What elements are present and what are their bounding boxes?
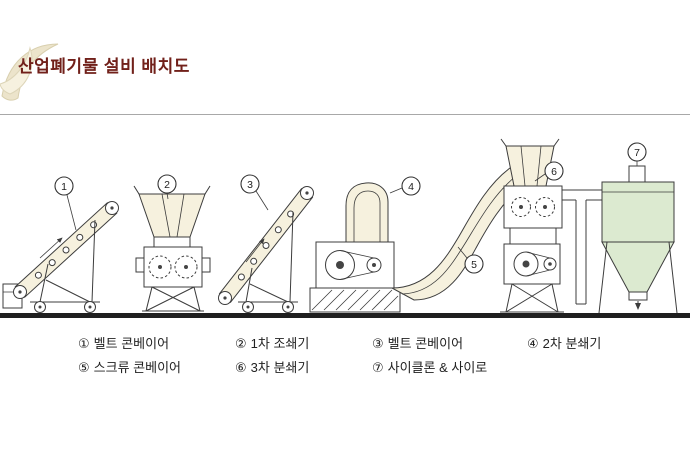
callout-5-num: 5 bbox=[471, 259, 477, 271]
callout-4-num: 4 bbox=[408, 181, 414, 193]
primary-crusher bbox=[133, 185, 211, 312]
legend-num: ⑤ bbox=[78, 360, 90, 375]
belt-conveyor-1 bbox=[2, 201, 119, 313]
legend-label: 벨트 콘베이어 bbox=[387, 336, 464, 351]
legend-num: ① bbox=[78, 336, 90, 351]
belt-conveyor-2 bbox=[218, 186, 314, 313]
secondary-pulverizer bbox=[309, 182, 401, 313]
callout-5: 5 bbox=[457, 246, 484, 274]
legend-num: ③ bbox=[372, 336, 384, 351]
callout-1-num: 1 bbox=[61, 181, 67, 193]
ground-line bbox=[0, 313, 690, 318]
cyclone-silo bbox=[598, 165, 678, 314]
legend-num: ⑥ bbox=[235, 360, 247, 375]
callout-6: 6 bbox=[534, 161, 564, 182]
callout-4: 4 bbox=[389, 176, 421, 196]
legend-num: ② bbox=[235, 336, 247, 351]
callout-6-num: 6 bbox=[551, 166, 557, 178]
legend-label: 사이클론 & 사이로 bbox=[387, 360, 488, 375]
callout-3-num: 3 bbox=[247, 179, 253, 191]
callout-7: 7 bbox=[627, 142, 647, 166]
header-divider bbox=[0, 114, 690, 115]
callout-3: 3 bbox=[240, 174, 269, 211]
tertiary-pulverizer bbox=[500, 138, 602, 313]
page-title: 산업폐기물 설비 배치도 bbox=[18, 57, 190, 76]
callout-2-num: 2 bbox=[164, 179, 170, 191]
legend-label: 1차 조쇄기 bbox=[250, 336, 310, 351]
legend-label: 3차 분쇄기 bbox=[250, 360, 310, 375]
legend-label: 스크류 콘베이어 bbox=[93, 360, 181, 375]
legend-label: 벨트 콘베이어 bbox=[93, 336, 170, 351]
callout-2: 2 bbox=[157, 174, 177, 200]
logo-swoosh-icon bbox=[0, 43, 59, 101]
legend-label: 2차 분쇄기 bbox=[542, 336, 602, 351]
callout-7-num: 7 bbox=[634, 147, 640, 159]
legend-num: ④ bbox=[527, 336, 539, 351]
callout-1: 1 bbox=[54, 176, 77, 231]
legend-num: ⑦ bbox=[372, 360, 384, 375]
